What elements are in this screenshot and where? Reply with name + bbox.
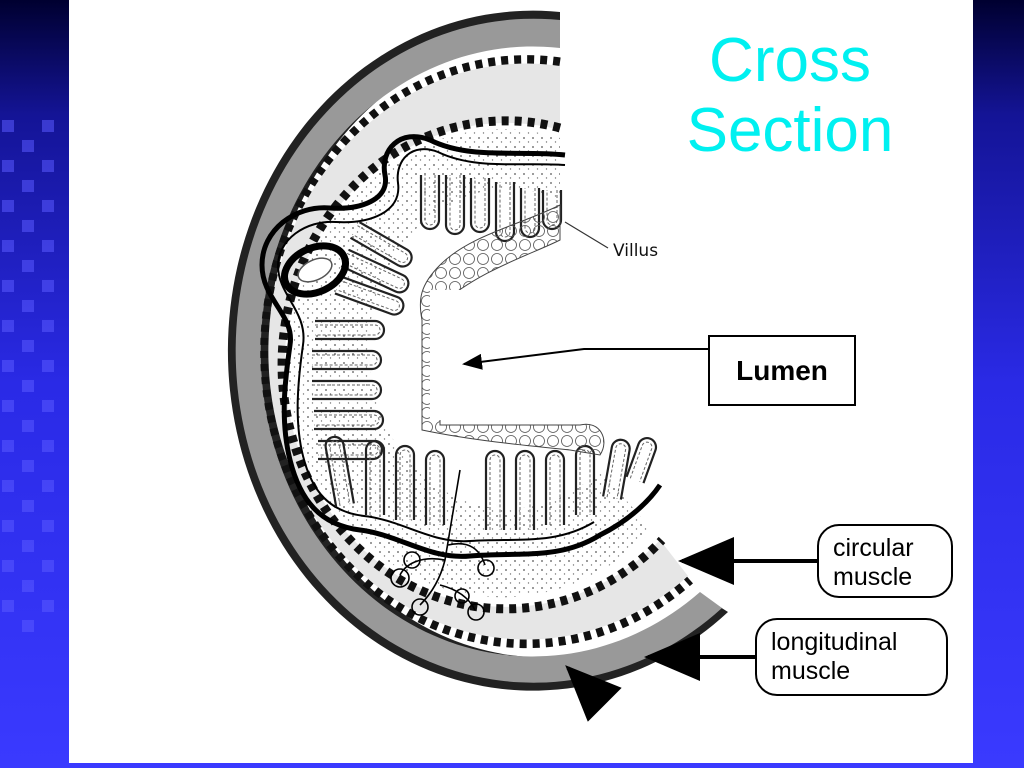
circular-muscle-layer bbox=[268, 63, 688, 640]
circular-muscle-label-box: circular muscle bbox=[817, 524, 953, 598]
longitudinal-label-line-2: muscle bbox=[771, 657, 851, 685]
lymph-vessel bbox=[281, 242, 349, 298]
checker-pattern bbox=[2, 120, 54, 632]
circular-label-line-2: muscle bbox=[833, 563, 913, 591]
villus bbox=[349, 221, 413, 268]
villus bbox=[544, 449, 566, 525]
title-line-2: Section bbox=[686, 96, 894, 165]
villus bbox=[314, 409, 385, 431]
lymph-vessel-inner bbox=[297, 257, 333, 283]
mucosa-outline bbox=[259, 134, 663, 559]
submucosa-boundary-dashes bbox=[277, 116, 666, 614]
lumen-label-box: Lumen bbox=[708, 335, 856, 406]
villus bbox=[312, 349, 383, 371]
villus-pointer bbox=[564, 221, 609, 249]
villus bbox=[315, 319, 386, 341]
villus bbox=[340, 248, 410, 294]
lumen-lining bbox=[419, 204, 605, 456]
mucosa-inner-outline bbox=[276, 148, 595, 543]
villus bbox=[334, 275, 405, 316]
villus bbox=[484, 449, 506, 530]
villus-label: Villus bbox=[613, 241, 659, 261]
slide-title: Cross Section bbox=[660, 26, 920, 166]
submucosa-layer bbox=[287, 129, 652, 598]
title-line-1: Cross bbox=[709, 26, 871, 95]
longitudinal-muscle-layer bbox=[235, 18, 722, 683]
villus bbox=[312, 379, 383, 401]
lumen-label: Lumen bbox=[736, 354, 828, 386]
longitudinal-muscle-arrow-2 bbox=[565, 665, 622, 722]
longitudinal-muscle-label-box: longitudinal muscle bbox=[755, 618, 948, 696]
villus bbox=[324, 435, 355, 507]
villus bbox=[424, 449, 446, 525]
villus bbox=[514, 449, 536, 530]
longitudinal-label-line-1: longitudinal bbox=[771, 628, 898, 656]
villus bbox=[419, 175, 441, 231]
villus bbox=[625, 437, 658, 484]
villus bbox=[469, 178, 491, 234]
muscle-boundary-dashes bbox=[260, 55, 693, 649]
villus bbox=[602, 438, 631, 500]
gland-branches bbox=[390, 469, 495, 621]
villus bbox=[364, 439, 386, 515]
lumen-space bbox=[430, 290, 570, 420]
villus bbox=[444, 175, 466, 236]
villus bbox=[394, 444, 416, 520]
circular-label-line-1: circular bbox=[833, 534, 914, 562]
lumen-arrow bbox=[462, 348, 708, 370]
